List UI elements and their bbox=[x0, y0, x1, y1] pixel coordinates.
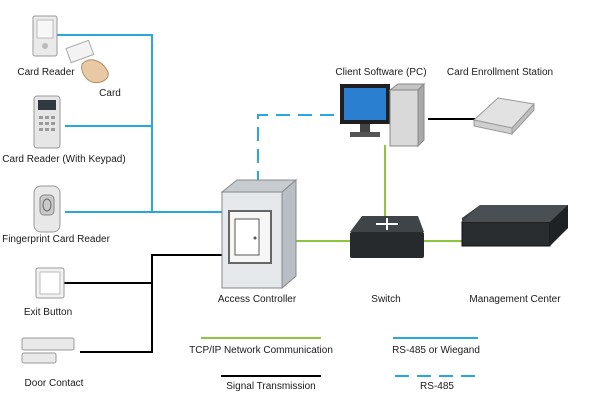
keypad-reader-icon bbox=[33, 95, 61, 149]
legend-rs485-wiegand-label: RS-485 or Wiegand bbox=[392, 345, 480, 356]
fingerprint-reader-label: Fingerprint Card Reader bbox=[2, 234, 110, 245]
door-contact-icon bbox=[21, 337, 75, 364]
switch-icon bbox=[350, 216, 424, 258]
rs485-wiegand-lines bbox=[45, 34, 222, 213]
tcpip-lines bbox=[296, 145, 465, 242]
fingerprint-reader-icon bbox=[33, 185, 61, 233]
door-contact-label: Door Contact bbox=[24, 378, 84, 389]
access-controller-label: Access Controller bbox=[217, 294, 297, 305]
legend-lines bbox=[201, 337, 482, 377]
client-software-label: Client Software (PC) bbox=[335, 67, 427, 78]
exit-button-icon bbox=[35, 267, 65, 299]
legend-tcpip-label: TCP/IP Network Communication bbox=[189, 345, 333, 356]
keypad-reader-label: Card Reader (With Keypad) bbox=[2, 154, 126, 165]
management-center-label: Management Center bbox=[469, 294, 561, 305]
pc-icon bbox=[340, 82, 426, 148]
legend-rs485-label: RS-485 bbox=[420, 381, 454, 392]
card-label: Card bbox=[99, 88, 121, 99]
signal-lines bbox=[60, 118, 475, 353]
exit-button-label: Exit Button bbox=[23, 307, 73, 318]
enrollment-station-icon bbox=[472, 97, 535, 136]
management-center-icon bbox=[461, 205, 568, 247]
card-hand-icon bbox=[65, 39, 109, 83]
card-reader-label: Card Reader bbox=[17, 67, 75, 78]
switch-label: Switch bbox=[371, 294, 401, 305]
access-controller-icon bbox=[220, 178, 298, 290]
card-reader-icon bbox=[32, 15, 58, 57]
legend-signal-label: Signal Transmission bbox=[226, 381, 316, 392]
rs485-dashed-line bbox=[257, 114, 342, 185]
enrollment-station-label: Card Enrollment Station bbox=[446, 67, 554, 78]
